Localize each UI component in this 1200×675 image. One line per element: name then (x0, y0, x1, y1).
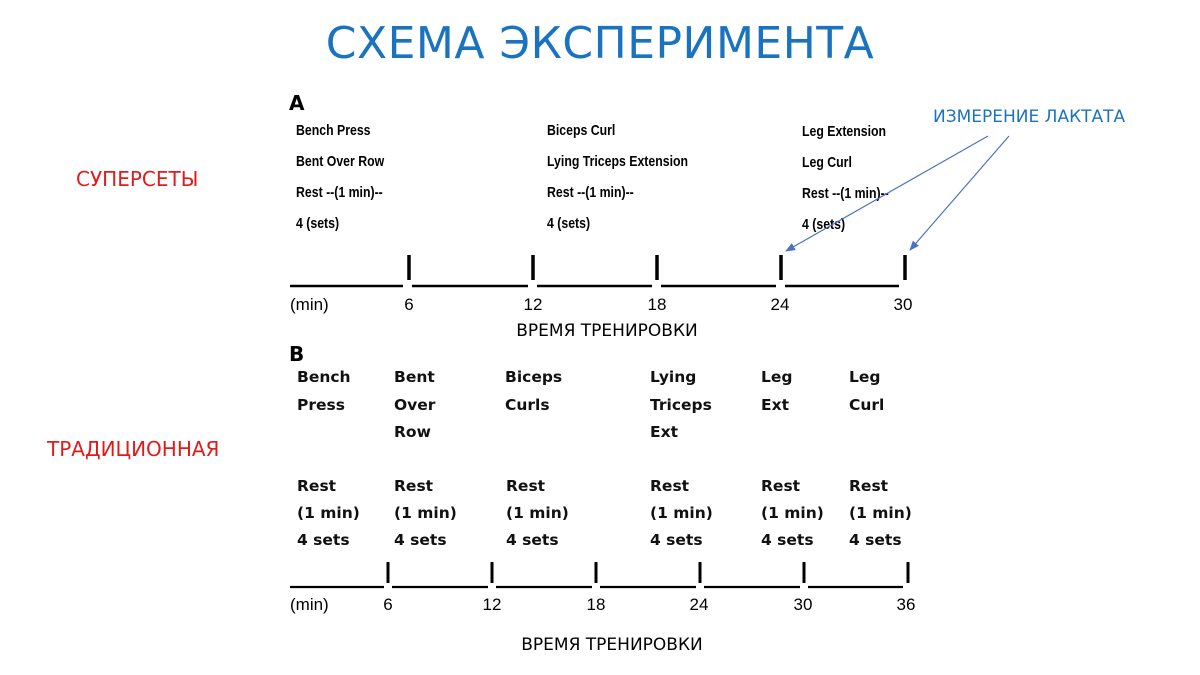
exercise-text: Leg Extension (802, 123, 887, 140)
sets-line: 4 sets (394, 531, 447, 549)
panel-b-tick-36: 36 (896, 595, 916, 614)
exercise-text: Biceps Curl (547, 122, 616, 139)
sets-line: 4 sets (761, 531, 814, 549)
exercise-name-line: Row (394, 423, 431, 441)
rest-text: Rest --(1 min)-- (296, 184, 383, 201)
panel-b-rest-3: Rest (1 min) 4 sets (506, 473, 569, 554)
panel-a-timeline (290, 255, 907, 288)
exercise-name-line: Ext (761, 395, 789, 414)
panel-b-axis-title: ВРЕМЯ ТРЕНИРОВКИ (521, 635, 703, 655)
lactate-measurement-label: ИЗМЕРЕНИЕ ЛАКТАТА (933, 107, 1126, 127)
panel-b-timeline (290, 562, 910, 589)
lactate-arrows (785, 135, 1010, 252)
panel-b-tick-6: 6 (383, 595, 393, 614)
exercise-name-line: Biceps (505, 368, 563, 386)
panel-a-group-1: Bench Press Bent Over Row Rest --(1 min)… (296, 115, 384, 239)
panel-a-axis-unit: (min) (290, 295, 329, 314)
exercise-text: Leg Curl (802, 154, 852, 171)
exercise-text: Lying Triceps Extension (547, 153, 689, 170)
rest-line: (1 min) (849, 504, 912, 522)
rest-line: Rest (849, 477, 889, 495)
exercise-name-line: Bent (394, 368, 435, 386)
panel-b-rest-6: Rest (1 min) 4 sets (849, 473, 912, 554)
panel-b-rest-4: Rest (1 min) 4 sets (650, 473, 713, 554)
exercise-name-line: Press (297, 395, 345, 414)
panel-b-exercise-2: Bent Over Row (394, 364, 435, 447)
panel-b-rest-1: Rest (1 min) 4 sets (297, 473, 360, 554)
sets-text: 4 (sets) (802, 216, 846, 233)
rest-line: Rest (506, 477, 546, 495)
panel-a-axis-title: ВРЕМЯ ТРЕНИРОВКИ (516, 321, 698, 341)
exercise-text: Bent Over Row (296, 153, 385, 170)
sets-text: 4 (sets) (547, 215, 591, 232)
panel-a-group-3: Leg Extension Leg Curl Rest --(1 min)-- … (802, 116, 889, 240)
exercise-name-line: Ext (650, 423, 678, 441)
rest-line: Rest (761, 477, 801, 495)
rest-line: Rest (394, 477, 434, 495)
sets-line: 4 sets (650, 531, 703, 549)
rest-line: (1 min) (394, 504, 457, 522)
panel-b-tick-24: 24 (689, 595, 709, 614)
exercise-name-line: Over (394, 395, 436, 414)
exercise-name-line: Curl (849, 395, 885, 414)
rest-text: Rest --(1 min)-- (547, 184, 634, 201)
rest-line: Rest (650, 477, 690, 495)
panel-a-tick-12: 12 (523, 295, 543, 314)
panel-b-tick-30: 30 (793, 595, 813, 614)
panel-a-tick-30: 30 (893, 295, 913, 314)
rest-line: (1 min) (506, 504, 569, 522)
sets-text: 4 (sets) (296, 215, 340, 232)
rest-line: (1 min) (761, 504, 824, 522)
panel-b-exercise-3: Biceps Curls (505, 364, 562, 419)
exercise-name-line: Lying (650, 368, 697, 386)
exercise-name-line: Curls (505, 395, 550, 414)
panel-b-rest-2: Rest (1 min) 4 sets (394, 473, 457, 554)
panel-b-tick-18: 18 (586, 595, 606, 614)
panel-b-rest-5: Rest (1 min) 4 sets (761, 473, 824, 554)
panel-b-axis-unit: (min) (290, 595, 329, 614)
page-title: СХЕМА ЭКСПЕРИМЕНТА (325, 18, 875, 69)
panel-b-exercise-1: Bench Press (297, 364, 351, 419)
panel-b-letter: B (289, 342, 305, 366)
rest-line: (1 min) (297, 504, 360, 522)
panel-a-letter: A (289, 91, 305, 115)
exercise-name-line: Leg (849, 368, 881, 386)
panel-b-exercise-4: Lying Triceps Ext (650, 364, 712, 447)
panel-b-exercise-6: Leg Curl (849, 364, 884, 419)
sets-line: 4 sets (297, 531, 350, 549)
rest-text: Rest --(1 min)-- (802, 185, 889, 202)
exercise-name-line: Bench (297, 368, 351, 386)
rest-line: (1 min) (650, 504, 713, 522)
panel-b-tick-12: 12 (482, 595, 502, 614)
exercise-text: Bench Press (296, 122, 371, 139)
supersets-label: СУПЕРСЕТЫ (76, 167, 199, 191)
sets-line: 4 sets (849, 531, 902, 549)
panel-b-exercise-5: Leg Ext (761, 364, 792, 419)
panel-a-group-2: Biceps Curl Lying Triceps Extension Rest… (547, 115, 688, 239)
exercise-name-line: Triceps (650, 395, 712, 414)
panel-a-tick-18: 18 (647, 295, 667, 314)
sets-line: 4 sets (506, 531, 559, 549)
traditional-label: ТРАДИЦИОННАЯ (47, 437, 220, 461)
rest-line: Rest (297, 477, 337, 495)
panel-a-tick-24: 24 (770, 295, 790, 314)
exercise-name-line: Leg (761, 368, 793, 386)
panel-a-tick-6: 6 (404, 295, 414, 314)
